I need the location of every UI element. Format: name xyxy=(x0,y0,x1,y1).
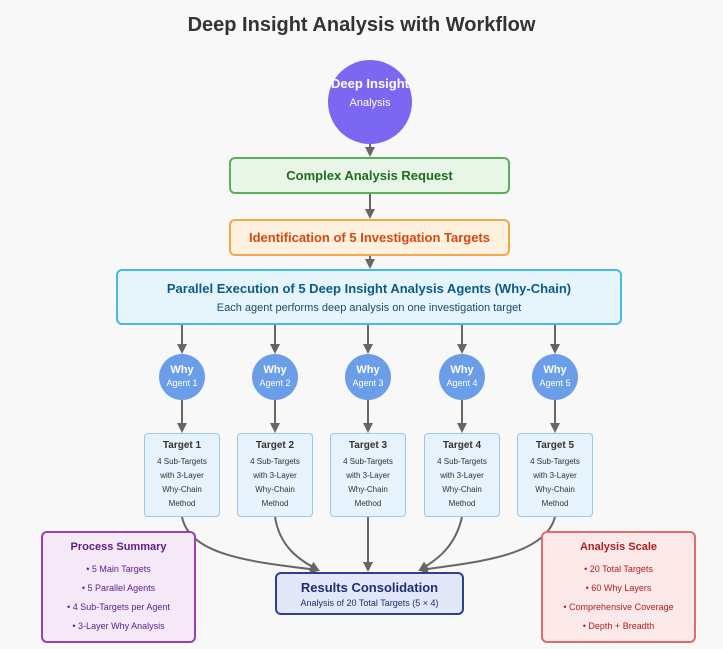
agent-sublabel: Agent 4 xyxy=(446,378,478,388)
agent-node-5: Why Agent 5 xyxy=(532,354,578,400)
target-description: 4 Sub-Targets with 3-Layer Why-Chain Met… xyxy=(343,457,393,508)
analysis-scale-title: Analysis Scale xyxy=(579,541,658,553)
diagram-title: Deep Insight Analysis with Workflow xyxy=(187,14,536,36)
results-subtitle: Analysis of 20 Total Targets (5 × 4) xyxy=(300,598,439,608)
agent-sublabel: Agent 3 xyxy=(352,378,384,388)
agent-node-1: Why Agent 1 xyxy=(159,354,205,400)
agent-label: Why xyxy=(543,364,567,376)
edge-target-1-to-results xyxy=(181,516,320,575)
target-title: Target 4 xyxy=(442,440,482,451)
agent-label: Why xyxy=(170,364,194,376)
process-summary-item: • 5 Main Targets xyxy=(86,564,151,574)
agent-label: Why xyxy=(356,364,380,376)
process-summary-item: • 3-Layer Why Analysis xyxy=(72,621,165,631)
process-summary-item: • 5 Parallel Agents xyxy=(81,583,156,593)
agent-node-3: Why Agent 3 xyxy=(345,354,391,400)
parallel-execution-title: Parallel Execution of 5 Deep Insight Ana… xyxy=(166,281,572,296)
identification-box: Identification of 5 Investigation Target… xyxy=(229,219,510,256)
agent-node-2: Why Agent 2 xyxy=(252,354,298,400)
agent-label: Why xyxy=(263,364,287,376)
target-description: 4 Sub-Targets with 3-Layer Why-Chain Met… xyxy=(250,457,300,508)
target-title: Target 1 xyxy=(162,440,202,451)
results-consolidation-box: Results Consolidation Analysis of 20 Tot… xyxy=(275,572,464,615)
target-title: Target 2 xyxy=(255,440,295,451)
start-node-sublabel: Analysis xyxy=(349,97,391,109)
agent-sublabel: Agent 1 xyxy=(166,378,198,388)
results-title: Results Consolidation xyxy=(300,580,439,595)
target-description: 4 Sub-Targets with 3-Layer Why-Chain Met… xyxy=(530,457,580,508)
analysis-scale-panel: Analysis Scale • 20 Total Targets • 60 W… xyxy=(541,531,696,643)
target-box-4: Target 4 4 Sub-Targets with 3-Layer Why-… xyxy=(424,433,500,517)
start-node-label: Deep Insight xyxy=(330,76,409,91)
target-description: 4 Sub-Targets with 3-Layer Why-Chain Met… xyxy=(157,457,207,508)
agent-node-4: Why Agent 4 xyxy=(439,354,485,400)
process-summary-panel: Process Summary • 5 Main Targets • 5 Par… xyxy=(41,531,196,643)
target-title: Target 3 xyxy=(348,440,388,451)
target-title: Target 5 xyxy=(535,440,575,451)
target-box-2: Target 2 4 Sub-Targets with 3-Layer Why-… xyxy=(237,433,313,517)
analysis-scale-item: • Depth + Breadth xyxy=(582,621,655,631)
start-node: Deep Insight Analysis xyxy=(328,60,412,144)
target-box-5: Target 5 4 Sub-Targets with 3-Layer Why-… xyxy=(517,433,593,517)
edge-target-5-to-results xyxy=(418,516,556,574)
process-summary-item: • 4 Sub-Targets per Agent xyxy=(67,602,170,612)
target-description: 4 Sub-Targets with 3-Layer Why-Chain Met… xyxy=(437,457,487,508)
parallel-execution-box: Parallel Execution of 5 Deep Insight Ana… xyxy=(116,269,622,325)
analysis-scale-item: • Comprehensive Coverage xyxy=(563,602,674,612)
complex-analysis-request-box: Complex Analysis Request xyxy=(229,157,510,194)
target-box-1: Target 1 4 Sub-Targets with 3-Layer Why-… xyxy=(144,433,220,517)
process-summary-title: Process Summary xyxy=(70,541,167,553)
parallel-execution-subtitle: Each agent performs deep analysis on one… xyxy=(216,302,522,314)
edge-target-4-to-results xyxy=(418,516,463,572)
agent-label: Why xyxy=(450,364,474,376)
agent-sublabel: Agent 5 xyxy=(539,378,571,388)
edge-target-2-to-results xyxy=(274,516,320,571)
analysis-scale-item: • 20 Total Targets xyxy=(584,564,653,574)
target-box-3: Target 3 4 Sub-Targets with 3-Layer Why-… xyxy=(330,433,406,517)
agent-sublabel: Agent 2 xyxy=(259,378,291,388)
analysis-scale-item: • 60 Why Layers xyxy=(585,583,652,593)
